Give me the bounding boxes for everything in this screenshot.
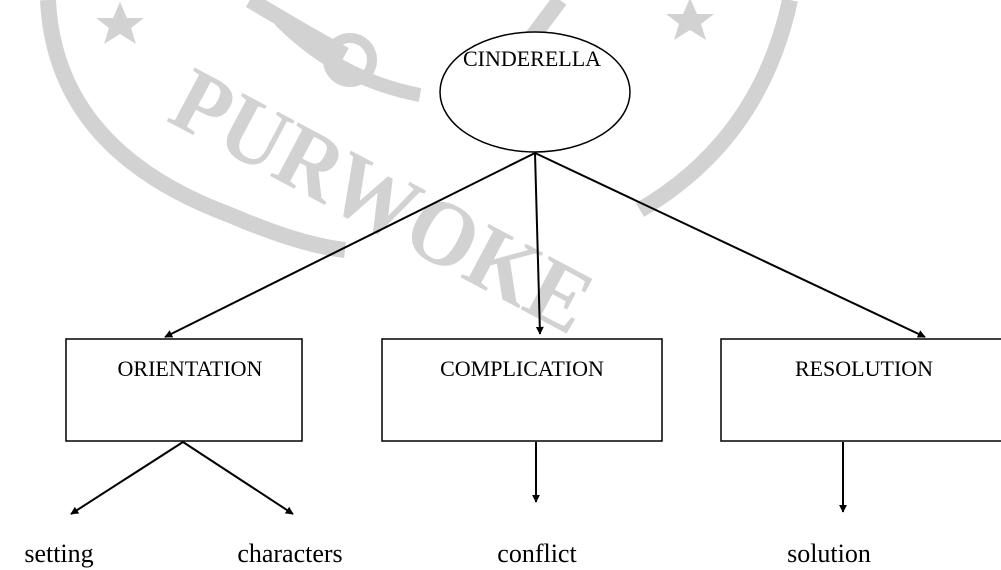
stage-label-orientation: ORIENTATION <box>118 356 263 381</box>
connector-to-orientation <box>164 152 536 338</box>
detail-label-setting: setting <box>24 539 93 568</box>
connector-to-characters <box>182 441 294 515</box>
root-connectors <box>164 152 926 338</box>
stage-label-complication: COMPLICATION <box>440 356 604 381</box>
root-node-label: CINDERELLA <box>463 46 601 71</box>
star-icon <box>96 2 144 44</box>
stage-label-resolution: RESOLUTION <box>795 356 933 381</box>
connector-to-complication <box>534 152 544 335</box>
connector-to-setting <box>70 441 184 515</box>
detail-label-characters: characters <box>237 539 342 568</box>
stage-box-complication: COMPLICATION <box>381 338 663 442</box>
connector-to-resolution <box>534 152 926 338</box>
watermark-seal: PURWOKE <box>40 0 798 354</box>
root-node: CINDERELLA <box>439 31 631 153</box>
stage-box-orientation: ORIENTATION <box>65 338 303 442</box>
detail-connectors <box>70 441 847 515</box>
detail-label-solution: solution <box>787 539 871 568</box>
star-icon <box>666 0 714 40</box>
stage-box-resolution: RESOLUTION <box>720 338 1001 442</box>
detail-label-conflict: conflict <box>497 539 577 568</box>
